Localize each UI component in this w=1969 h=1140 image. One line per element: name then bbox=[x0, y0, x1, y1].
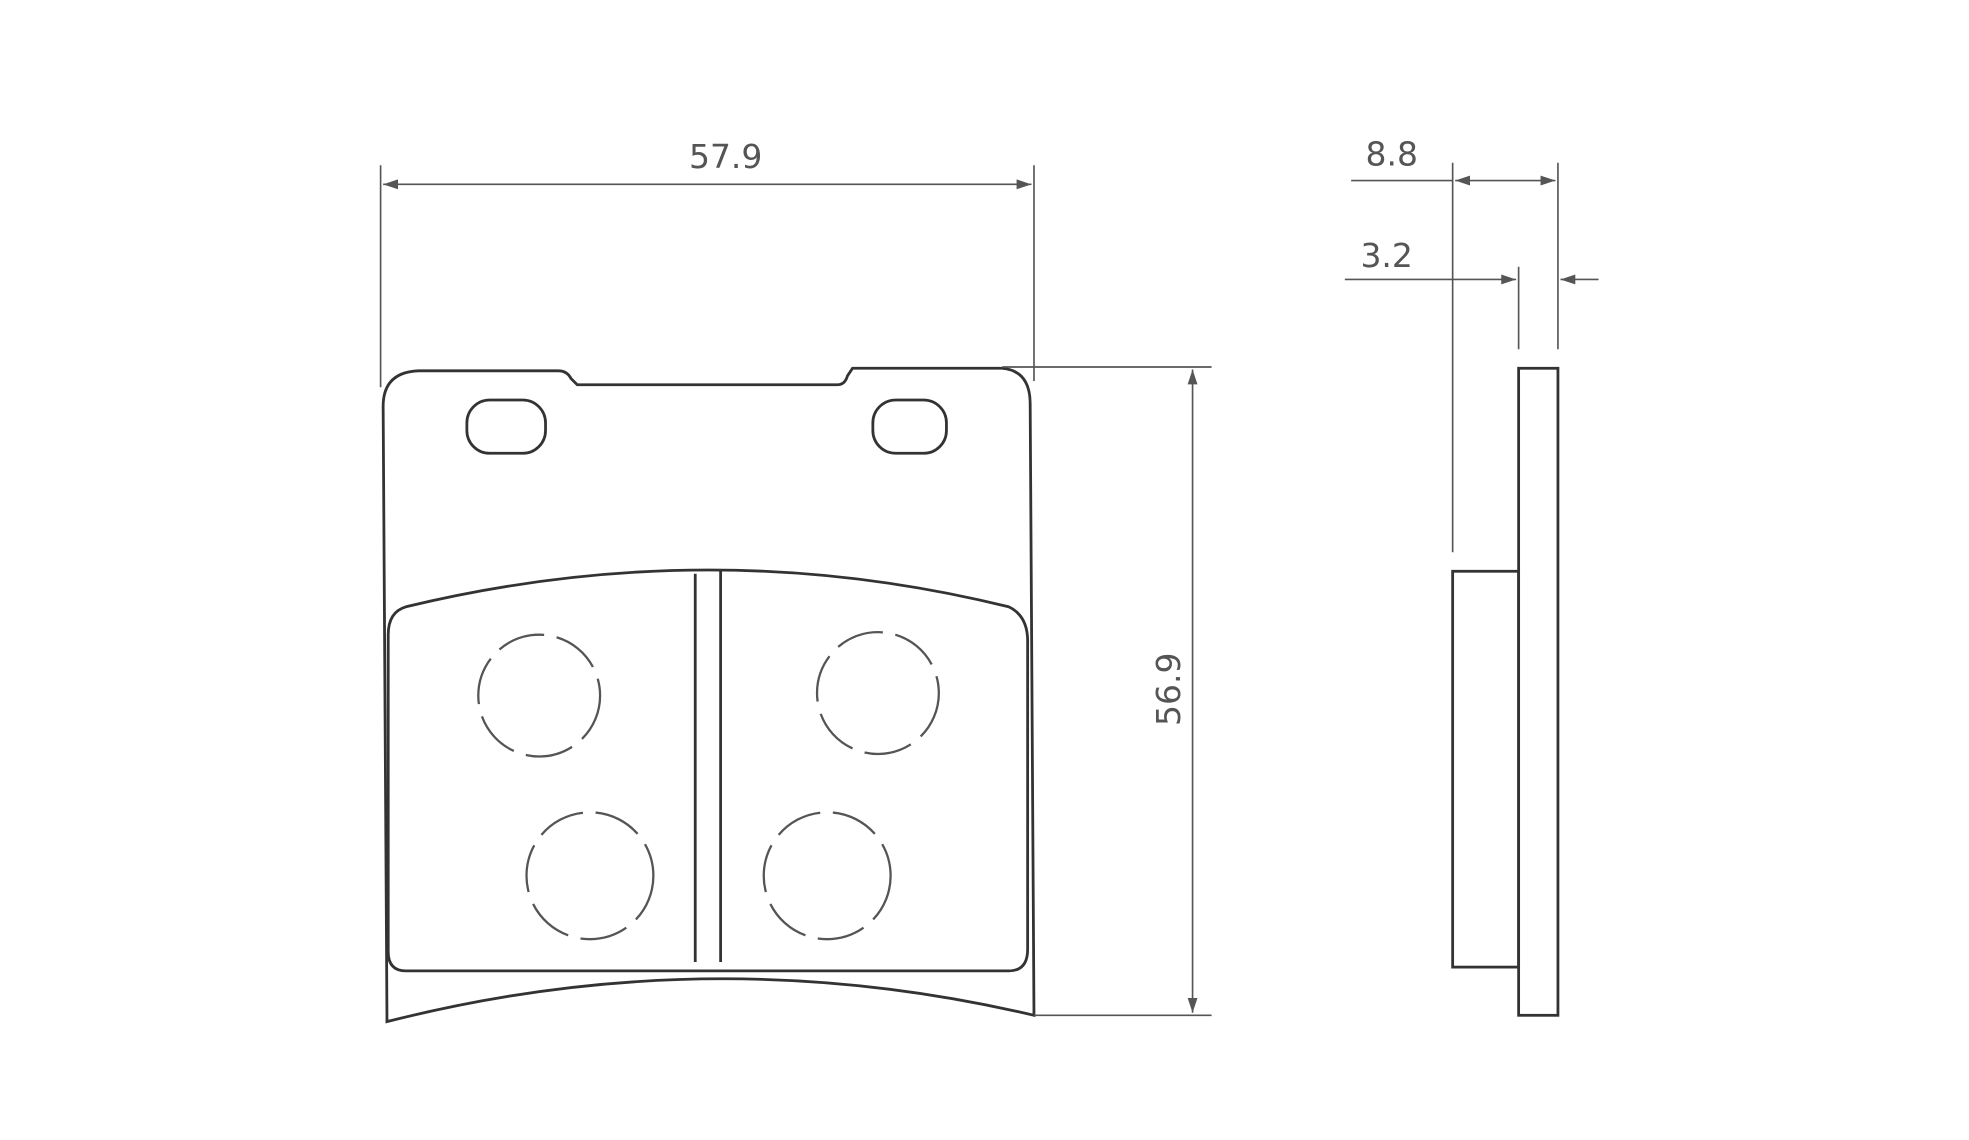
width-label: 57.9 bbox=[689, 137, 762, 176]
side-friction-material bbox=[1451, 569, 1521, 969]
pad-front-view bbox=[381, 366, 1036, 1024]
thickness-dimension: 8.8 bbox=[1351, 134, 1556, 186]
backing-plate-outline bbox=[381, 366, 1036, 1024]
piston-circle bbox=[477, 633, 602, 758]
width-dimension: 57.9 bbox=[379, 137, 1035, 388]
mounting-hole-right bbox=[871, 398, 948, 455]
mounting-hole-left bbox=[465, 398, 547, 455]
height-label: 56.9 bbox=[1149, 653, 1188, 726]
thickness-label: 8.8 bbox=[1366, 134, 1418, 173]
side-backing-plate bbox=[1517, 366, 1560, 1017]
piston-circle bbox=[525, 811, 655, 941]
backing-plate-dimension: 3.2 bbox=[1344, 236, 1599, 285]
piston-circle bbox=[815, 631, 940, 756]
pad-side-view bbox=[1451, 162, 1560, 1017]
backing-plate-label: 3.2 bbox=[1360, 236, 1412, 275]
friction-material-outline bbox=[386, 568, 1030, 973]
piston-circle bbox=[762, 811, 892, 941]
height-dimension: 56.9 bbox=[1002, 366, 1212, 1017]
